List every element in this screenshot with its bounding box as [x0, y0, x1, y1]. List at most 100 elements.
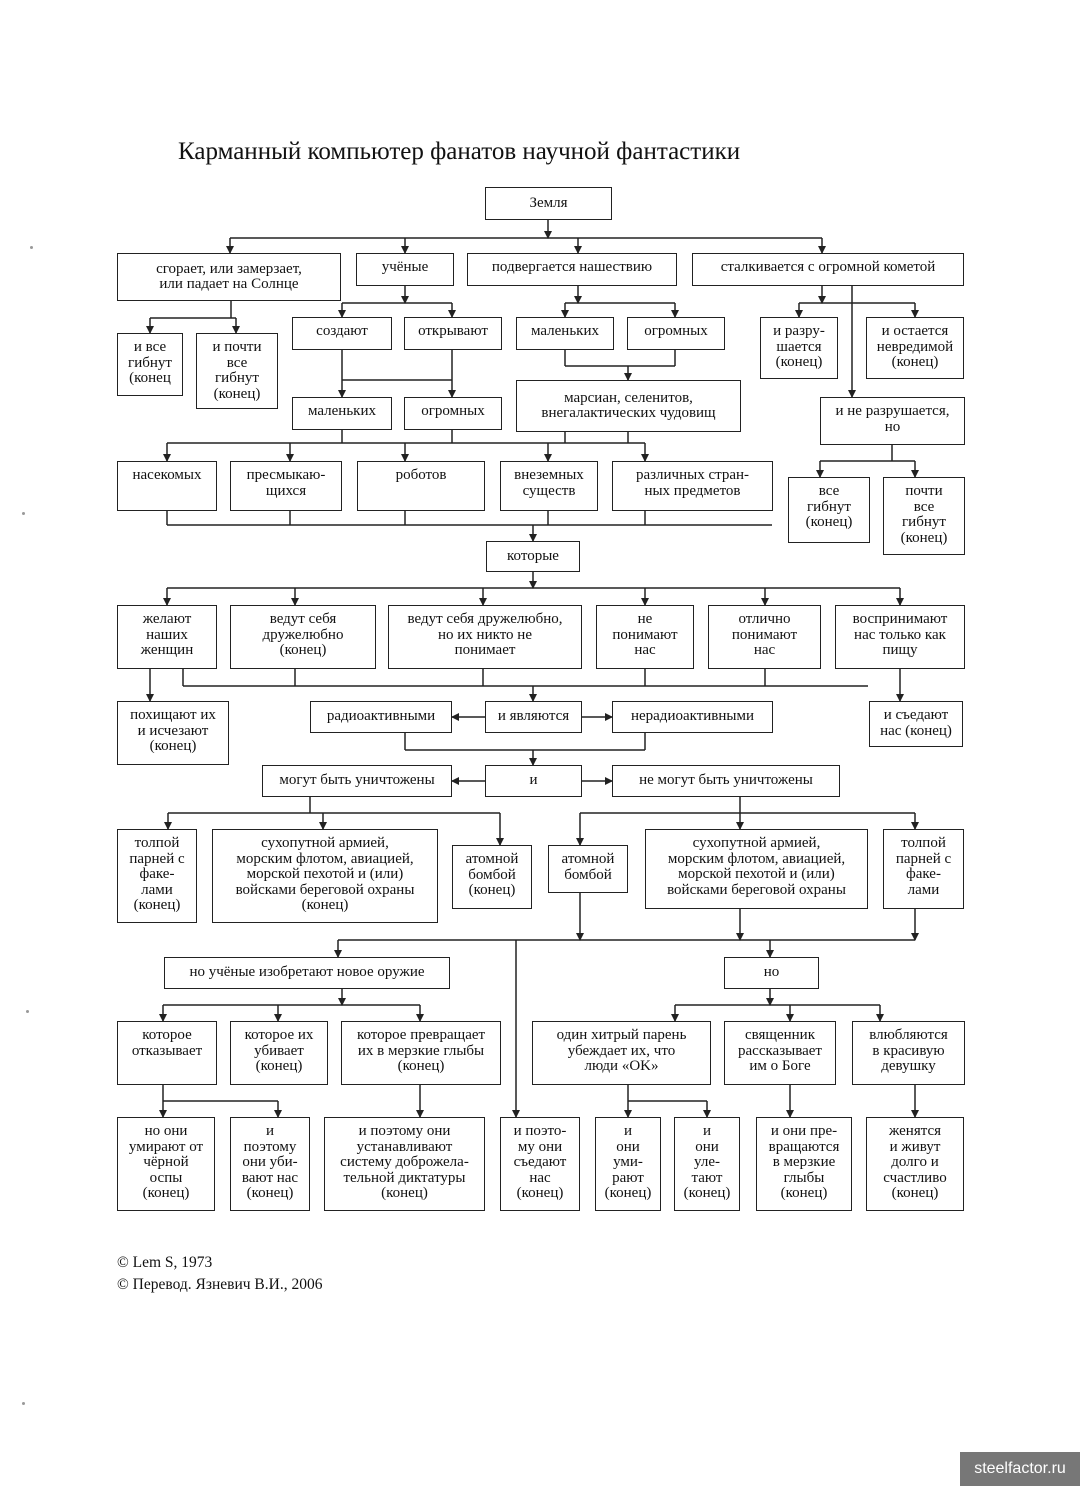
- node-scientists: учёные: [356, 253, 454, 286]
- node-label: и съедают нас (конец): [880, 707, 952, 739]
- node-torches-end: толпой парней с факе- лами (конец): [117, 829, 197, 923]
- node-reptiles: пресмыкаю- щихся: [230, 461, 342, 511]
- copyright-original: © Lem S, 1973: [117, 1254, 213, 1271]
- node-slime: которое превращает их в мерзкие глыбы (к…: [341, 1021, 501, 1085]
- node-label: но: [763, 964, 780, 981]
- node-label: и все гибнут (конец: [128, 339, 172, 386]
- node-destroyed: и разру- шается (конец): [760, 317, 838, 379]
- node-label: не могут быть уничтожены: [639, 772, 813, 789]
- node-label: и не разрушается, но: [835, 403, 950, 435]
- node-almost-all-die-2: почти все гибнут (конец): [883, 477, 965, 555]
- node-label: огромных: [644, 323, 708, 339]
- node-label: ведут себя дружелюбно, но их никто не по…: [407, 611, 563, 658]
- node-insects: насекомых: [117, 461, 217, 511]
- node-dictatorship: и поэтому они устанавливают систему добр…: [324, 1117, 485, 1211]
- node-label: но они умирают от чёрной оспы (конец): [128, 1123, 204, 1201]
- node-fall-in-love: влюбляются в красивую девушку: [852, 1021, 965, 1085]
- node-label: которое их убивает (конец): [244, 1027, 314, 1074]
- node-friendly-end: ведут себя дружелюбно (конец): [230, 605, 376, 669]
- node-fly-away: и они уле- тают (конец): [674, 1117, 740, 1211]
- node-robots: роботов: [357, 461, 485, 511]
- node-label: но учёные изобретают новое оружие: [189, 964, 425, 981]
- node-label: один хитрый парень убеждает их, что люди…: [556, 1027, 687, 1074]
- node-label: толпой парней с факе- лами: [895, 835, 952, 898]
- node-unharmed: и остается невредимой (конец): [866, 317, 964, 379]
- node-radioactive: радиоактивными: [310, 701, 452, 733]
- node-torches: толпой парней с факе- лами: [883, 829, 964, 909]
- node-atomic-end: атомной бомбой (конец): [452, 845, 532, 909]
- node-label: сухопутной армией, морским флотом, авиац…: [667, 835, 846, 898]
- node-label: женятся и живут долго и счастливо (конец…: [883, 1123, 947, 1201]
- node-label: роботов: [395, 467, 447, 483]
- node-want-women: желают наших женщин: [117, 605, 217, 669]
- node-label: и поэтому они уби- вают нас (конец): [241, 1123, 299, 1201]
- node-label: учёные: [381, 259, 429, 275]
- node-atomic: атомной бомбой: [548, 845, 628, 893]
- node-label: марсиан, селенитов, внегалактических чуд…: [541, 389, 716, 421]
- site-watermark: steelfactor.ru: [960, 1452, 1080, 1486]
- node-create: создают: [292, 317, 392, 350]
- node-label: могут быть уничтожены: [279, 772, 435, 789]
- node-cannot-be-destroyed: не могут быть уничтожены: [612, 765, 840, 797]
- node-label: и поэто- му они съедают нас (конец): [513, 1123, 567, 1201]
- node-become-slime: и они пре- вращаются в мерзкие глыбы (ко…: [756, 1117, 852, 1211]
- node-and-are: и являются: [485, 701, 582, 733]
- node-label: Земля: [529, 194, 568, 211]
- node-label: отлично понимают нас: [731, 611, 798, 658]
- node-all-die-1: и все гибнут (конец: [117, 333, 183, 396]
- node-label: атомной бомбой: [561, 851, 615, 883]
- node-label: открывают: [418, 323, 488, 339]
- node-comet: сталкивается с огромной кометой: [692, 253, 964, 286]
- node-label: и: [529, 772, 538, 789]
- node-they-die: и они уми- рают (конец): [595, 1117, 661, 1211]
- node-label: и они уми- рают (конец): [604, 1123, 652, 1201]
- node-label: священник рассказывает им о Боге: [738, 1027, 822, 1074]
- node-label: почти все гибнут (конец): [900, 483, 948, 546]
- node-label: толпой парней с факе- лами (конец): [129, 835, 185, 913]
- node-label: маленьких: [530, 323, 599, 339]
- node-which: которые: [486, 541, 580, 572]
- node-not-understand: не понимают нас: [596, 605, 694, 669]
- node-strange-objects: различных стран- ных предметов: [612, 461, 773, 511]
- node-army: сухопутной армией, морским флотом, авиац…: [645, 829, 868, 909]
- node-label: подвергается нашествию: [491, 259, 653, 275]
- node-label: которые: [507, 547, 559, 564]
- node-new-weapon: но учёные изобретают новое оружие: [164, 957, 450, 989]
- node-huge-inv: огромных: [627, 317, 725, 350]
- node-label: и они уле- тают (конец): [683, 1123, 731, 1201]
- node-label: и они пре- вращаются в мерзкие глыбы (ко…: [768, 1123, 840, 1201]
- node-and: и: [485, 765, 582, 797]
- node-marry: женятся и живут долго и счастливо (конец…: [866, 1117, 964, 1211]
- node-label: которое отказывает: [131, 1027, 203, 1059]
- node-label: и разру- шается (конец): [773, 323, 825, 370]
- node-label: не понимают нас: [612, 611, 678, 658]
- node-label: и поэтому они устанавливают систему добр…: [340, 1123, 469, 1201]
- node-black-pox: но они умирают от чёрной оспы (конец): [117, 1117, 215, 1211]
- node-they-eat-us: и поэто- му они съедают нас (конец): [500, 1117, 580, 1211]
- node-label: атомной бомбой (конец): [465, 851, 519, 898]
- node-they-kill-us: и поэтому они уби- вают нас (конец): [230, 1117, 310, 1211]
- node-burns: сгорает, или замерзает, или падает на Со…: [117, 253, 341, 301]
- node-food: воспринимают нас только как пищу: [835, 605, 965, 669]
- node-almost-all-die-1: и почти все гибнут (конец): [196, 333, 278, 409]
- node-invasion: подвергается нашествию: [467, 253, 677, 286]
- node-label: все гибнут (конец): [805, 483, 853, 530]
- node-label: различных стран- ных предметов: [635, 467, 750, 499]
- node-but: но: [724, 957, 819, 989]
- node-friendly-misunderstood: ведут себя дружелюбно, но их никто не по…: [388, 605, 582, 669]
- node-martians: марсиан, селенитов, внегалактических чуд…: [516, 380, 741, 432]
- node-label: и являются: [497, 708, 570, 725]
- node-label: похищают их и исчезают (конец): [130, 707, 216, 754]
- node-label: сухопутной армией, морским флотом, авиац…: [235, 835, 415, 913]
- node-label: сгорает, или замерзает, или падает на Со…: [156, 260, 302, 292]
- node-label: сталкивается с огромной кометой: [720, 259, 936, 275]
- node-label: и почти все гибнут (конец): [212, 339, 262, 402]
- node-huge-sci: огромных: [404, 397, 502, 430]
- node-eat-us: и съедают нас (конец): [869, 701, 963, 747]
- node-label: влюбляются в красивую девушку: [869, 1027, 948, 1074]
- node-understand-well: отлично понимают нас: [708, 605, 821, 669]
- node-priest: священник рассказывает им о Боге: [724, 1021, 836, 1085]
- node-kills-them: которое их убивает (конец): [230, 1021, 328, 1085]
- node-discover: открывают: [404, 317, 502, 350]
